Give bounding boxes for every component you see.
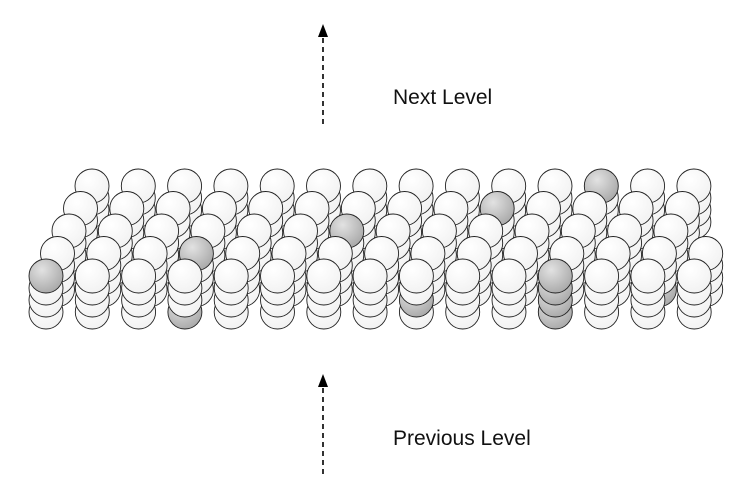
sphere (121, 258, 157, 294)
sphere (306, 258, 342, 294)
next-level-arrow (318, 24, 328, 124)
sphere (584, 258, 620, 294)
sphere (167, 258, 203, 294)
sphere (260, 258, 295, 294)
highlighted-sphere (28, 258, 64, 294)
highlighted-sphere (537, 258, 573, 294)
sphere (213, 258, 249, 294)
sphere (491, 258, 527, 294)
previous-level-arrow (318, 374, 328, 474)
sphere (676, 258, 712, 294)
sphere-lattice (28, 168, 724, 330)
sphere (74, 258, 110, 294)
sphere (352, 258, 388, 294)
next-level-label: Next Level (393, 86, 493, 109)
sphere (445, 258, 481, 294)
sphere (630, 258, 666, 294)
sphere (398, 258, 434, 294)
previous-level-arrow-head (318, 374, 328, 387)
next-level-arrow-head (318, 24, 328, 37)
previous-level-label: Previous Level (393, 427, 531, 450)
